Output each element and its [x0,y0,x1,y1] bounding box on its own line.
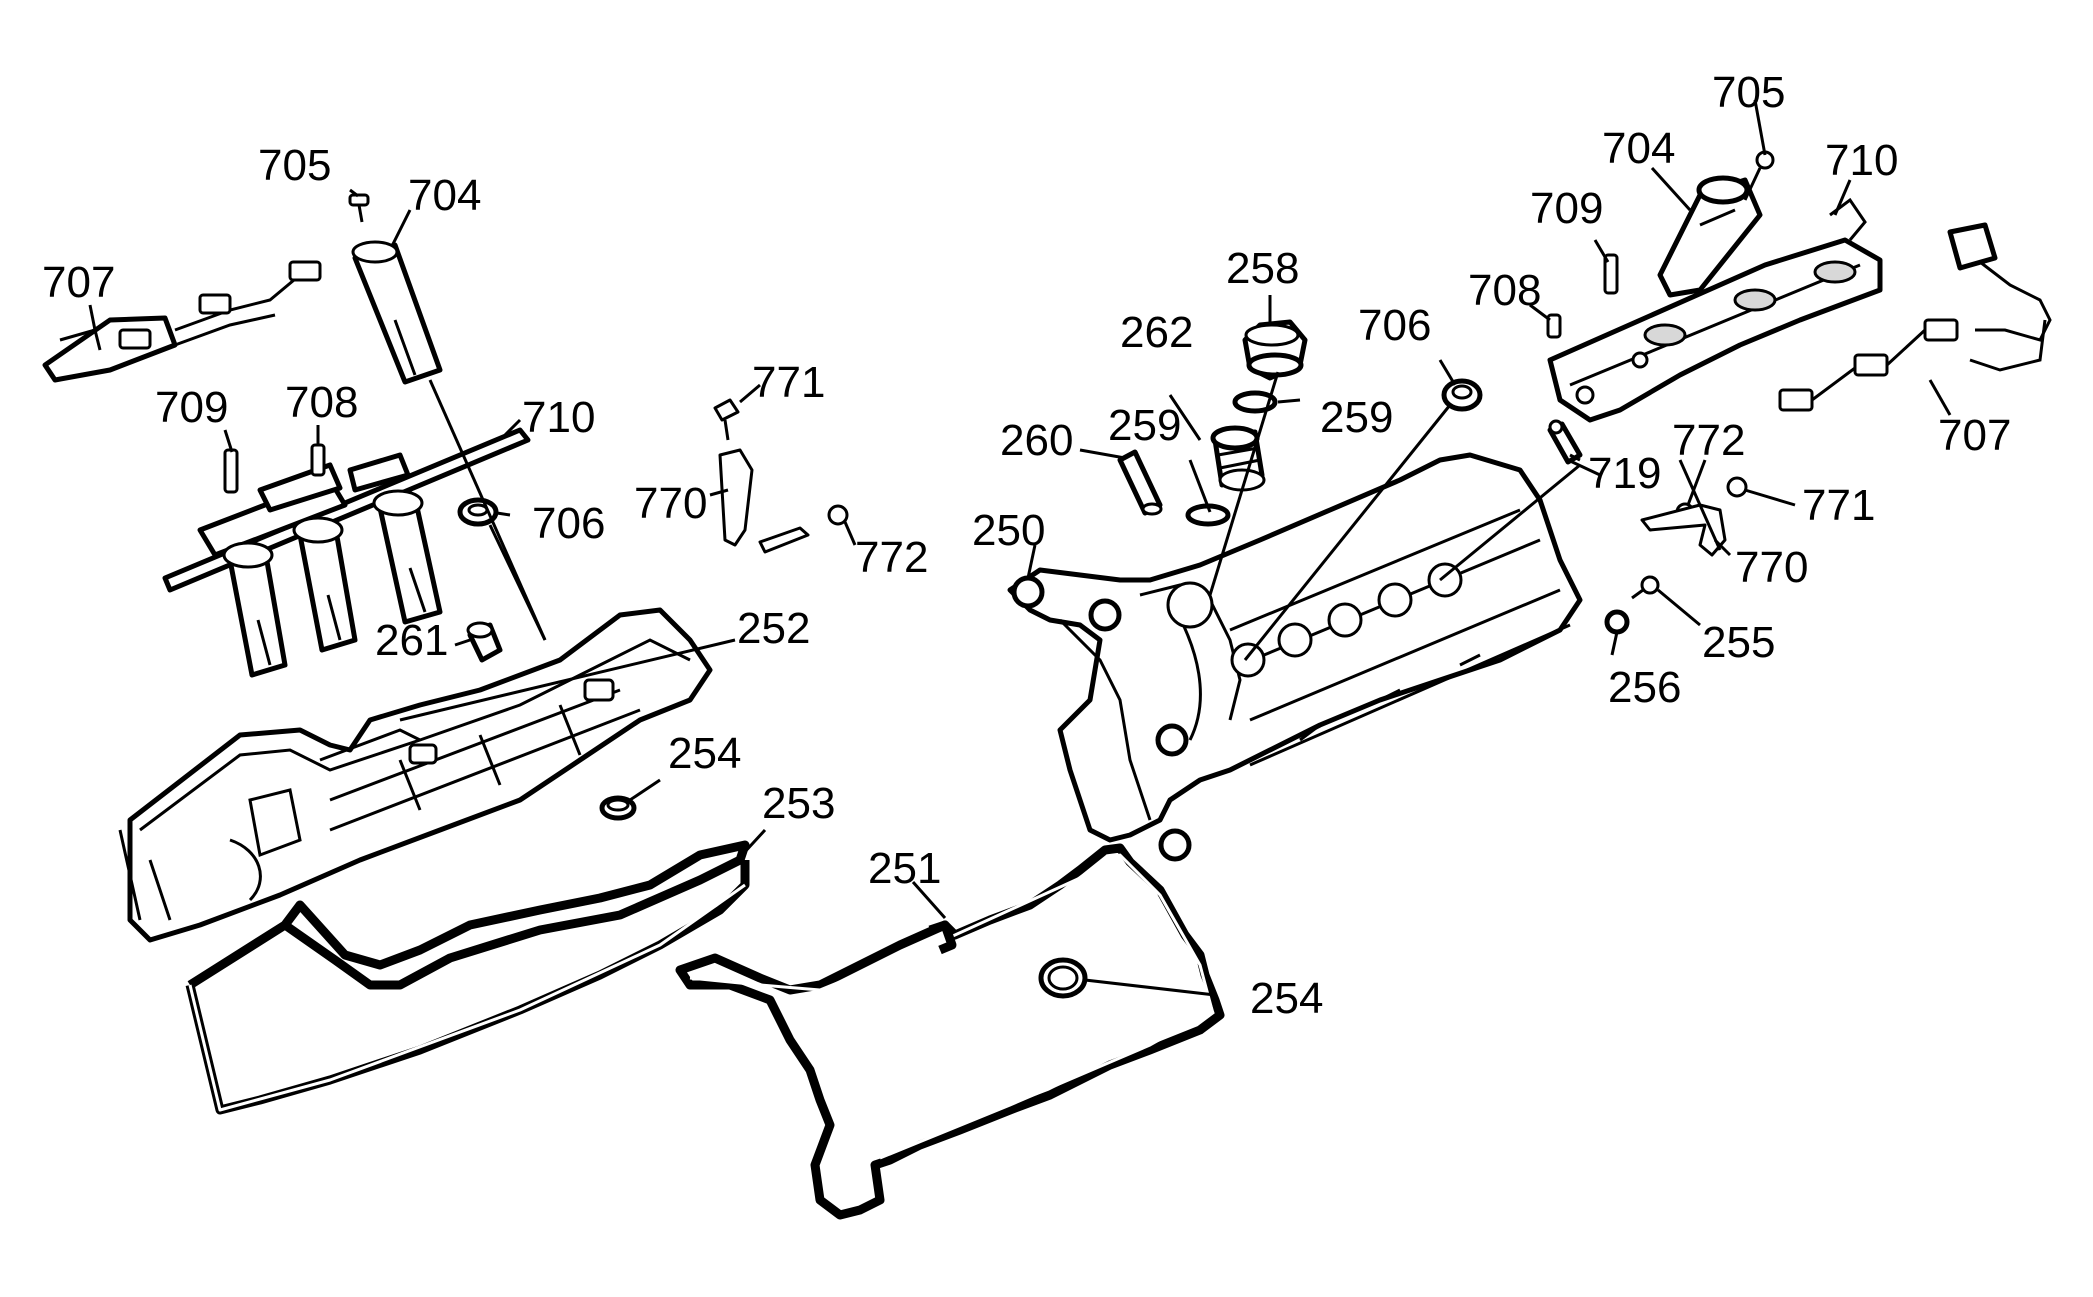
callout-left-254: 254 [668,729,741,778]
callout-left-705: 705 [258,141,331,190]
right-bolt-708 [1546,313,1562,339]
callout-center-259a: 259 [1320,393,1393,442]
left-pcv-fitting [466,621,503,663]
callout-left-708: 708 [285,378,358,427]
oil-filler-tube [1210,425,1266,492]
callout-right-708: 708 [1468,266,1541,315]
left-sensor-bracket-group [713,398,849,554]
right-grommet-256 [1604,609,1630,635]
left-ignition-harness [42,260,322,383]
callout-left-772: 772 [855,533,928,582]
callout-center-262: 262 [1120,308,1193,357]
callout-right-719: 719 [1588,449,1661,498]
callout-center-254: 254 [1250,974,1323,1023]
callout-right-707: 707 [1938,411,2011,460]
callout-left-709: 709 [155,383,228,432]
left-coil-bolt-705 [348,193,370,223]
right-valve-cover [1007,452,1583,862]
callout-center-251: 251 [868,844,941,893]
callout-right-709: 709 [1530,184,1603,233]
left-ignition-coil-704 [351,240,443,385]
callout-center-260: 260 [1000,416,1073,465]
callout-right-705: 705 [1712,68,1785,117]
callout-labels: 705 704 707 709 708 710 706 771 770 772 … [42,68,2011,1023]
callout-right-256: 256 [1608,663,1681,712]
callout-left-710: 710 [522,393,595,442]
callout-left-770: 770 [634,479,707,528]
callout-left-261: 261 [375,616,448,665]
left-bank-assembly [42,188,857,1115]
left-valve-cover-gasket [185,840,750,1115]
callout-center-258: 258 [1226,244,1299,293]
callout-left-704: 704 [408,171,481,220]
right-bank-assembly [911,99,2052,997]
callout-right-255: 255 [1702,618,1775,667]
left-leader-lines [88,188,857,857]
right-ignition-coil-704 [1657,175,1763,298]
callout-right-710: 710 [1825,136,1898,185]
callout-right-771: 771 [1802,481,1875,530]
right-leader-lines [911,99,1952,997]
right-coil-bolt-705 [1743,150,1775,201]
callout-center-706: 706 [1358,301,1431,350]
left-valve-cover [118,607,713,943]
center-spark-plug-tube-seal [1038,957,1088,999]
callout-left-253: 253 [762,779,835,828]
right-bolt-709 [1603,253,1619,295]
spark-plug [1547,419,1583,465]
left-ignition-coils [222,489,443,678]
right-grommet-706 [1441,378,1483,412]
right-bolt-255 [1631,575,1660,600]
callout-left-706: 706 [532,499,605,548]
left-bolt-708 [310,443,326,477]
right-ignition-coil-bracket [1547,197,1883,423]
callout-left-252: 252 [737,604,810,653]
callout-left-771: 771 [752,358,825,407]
right-ignition-harness [1778,222,2052,412]
callout-right-704: 704 [1602,124,1675,173]
callout-center-250: 250 [972,506,1045,555]
left-bolt-709 [223,448,239,494]
callout-center-259b: 259 [1108,401,1181,450]
right-pcv-hose-fitting [1117,449,1163,516]
callout-right-772: 772 [1672,416,1745,465]
left-spark-plug-tube-seal [599,795,637,821]
right-valve-cover-gasket [675,843,1225,1220]
callout-right-770: 770 [1735,543,1808,592]
oil-filler-o-ring-upper [1232,390,1278,414]
oil-filler-cap [1242,319,1308,381]
callout-left-707: 707 [42,258,115,307]
